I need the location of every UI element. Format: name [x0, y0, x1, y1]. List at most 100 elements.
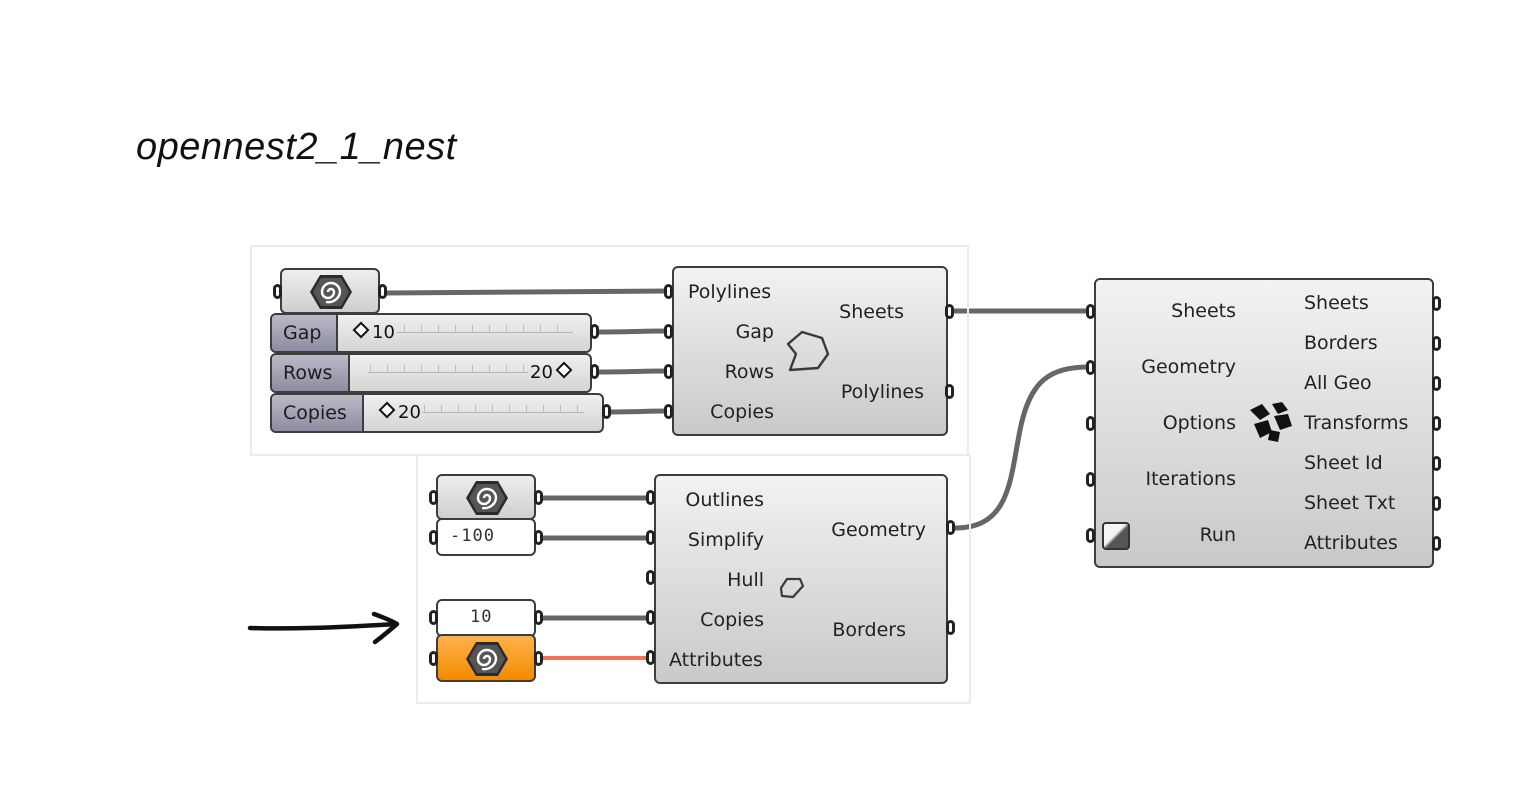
geometry-output-geometry-port[interactable] — [946, 520, 955, 535]
nest-output-all-geo: All Geo — [1304, 372, 1372, 394]
boolean-toggle-icon[interactable] — [1102, 522, 1130, 550]
input-copies: Copies — [700, 609, 764, 631]
slider-grip-icon[interactable] — [352, 321, 370, 339]
geometry-input-outlines-port[interactable] — [646, 490, 655, 505]
simplify-panel-input-port[interactable] — [429, 530, 438, 545]
nest-input-sheets-port[interactable] — [1086, 304, 1095, 319]
polygon-outline-icon — [786, 330, 830, 372]
nest-input-sheets: Sheets — [1171, 300, 1236, 322]
slider-tick-marks — [424, 405, 586, 413]
nest-output-sheet-txt-port[interactable] — [1432, 496, 1441, 511]
slider-value-gap[interactable]: 10 — [350, 315, 395, 351]
outlines-param[interactable] — [436, 474, 536, 520]
page-title: opennest2_1_nest — [136, 126, 457, 168]
simplify-panel-output-port[interactable] — [534, 530, 543, 545]
simplify-panel[interactable]: -100 — [436, 518, 536, 556]
slider-grip-icon[interactable] — [378, 401, 396, 419]
wire-rows-to-rows — [593, 368, 671, 375]
slider-tick-marks — [370, 365, 530, 373]
nest-output-attributes-port[interactable] — [1432, 536, 1441, 551]
nest-output-transforms-port[interactable] — [1432, 416, 1441, 431]
output-borders: Borders — [832, 619, 906, 641]
input-copies: Copies — [710, 401, 774, 423]
nest-input-run-port[interactable] — [1086, 528, 1095, 543]
nest-output-sheets-port[interactable] — [1432, 296, 1441, 311]
hand-drawn-arrow-icon — [247, 611, 400, 645]
geometry-component[interactable]: Outlines Simplify Hull Copies Attributes… — [654, 474, 948, 684]
input-polylines: Polylines — [688, 281, 772, 303]
input-rows: Rows — [724, 361, 774, 383]
nest-output-attributes: Attributes — [1304, 532, 1398, 554]
slider-tick-marks — [404, 325, 574, 333]
sheets-input-copies-port[interactable] — [664, 404, 673, 419]
nest-input-iterations: Iterations — [1145, 468, 1237, 490]
wire-gap-to-gap — [593, 328, 671, 335]
slider-grip-icon[interactable] — [555, 361, 573, 379]
geometry-input-hull-port[interactable] — [646, 570, 655, 585]
geometry-input-simplify-port[interactable] — [646, 530, 655, 545]
spiral-hexagon-icon — [310, 275, 352, 309]
copies-panel-output-port[interactable] — [534, 610, 543, 625]
slider-name-copies: Copies — [272, 395, 364, 431]
slider-value-rows[interactable]: 20 — [530, 355, 575, 391]
nest-input-geometry: Geometry — [1141, 356, 1236, 378]
copies-slider-output-port[interactable] — [602, 404, 611, 419]
output-geometry: Geometry — [831, 519, 926, 541]
nest-output-sheet-txt: Sheet Txt — [1304, 492, 1396, 514]
nest-output-transforms: Transforms — [1304, 412, 1409, 434]
nest-input-options: Options — [1162, 412, 1236, 434]
input-simplify: Simplify — [687, 529, 764, 551]
gap-slider[interactable]: Gap 10 — [270, 313, 592, 353]
nest-input-iterations-port[interactable] — [1086, 472, 1095, 487]
attributes-param-input-port[interactable] — [429, 651, 438, 666]
attributes-param[interactable] — [436, 634, 536, 682]
rows-slider-output-port[interactable] — [590, 364, 599, 379]
small-polygon-icon — [779, 577, 805, 599]
copies-panel-input-port[interactable] — [429, 610, 438, 625]
sheets-input-rows-port[interactable] — [664, 364, 673, 379]
nest-pieces-icon — [1250, 402, 1292, 442]
sheets-output-polylines-port[interactable] — [945, 384, 954, 399]
geometry-input-attributes-port[interactable] — [646, 650, 655, 665]
copies-panel[interactable]: 10 — [436, 599, 536, 637]
nest-component[interactable]: Sheets Geometry Options Iterations Run S… — [1094, 278, 1434, 568]
slider-name-gap: Gap — [272, 315, 338, 351]
sheets-output-sheets-port[interactable] — [945, 304, 954, 319]
nest-input-options-port[interactable] — [1086, 416, 1095, 431]
input-gap: Gap — [735, 321, 774, 343]
attributes-param-output-port[interactable] — [534, 651, 543, 666]
slider-value-copies[interactable]: 20 — [376, 395, 421, 431]
geometry-param-output-port[interactable] — [378, 284, 387, 299]
input-outlines: Outlines — [685, 489, 764, 511]
nest-output-borders-port[interactable] — [1432, 336, 1441, 351]
geometry-output-borders-port[interactable] — [946, 620, 955, 635]
gap-slider-output-port[interactable] — [590, 324, 599, 339]
wire-geometry-to-nest — [952, 364, 1093, 531]
sheets-component[interactable]: Polylines Gap Rows Copies Sheets Polylin… — [672, 266, 948, 436]
sheets-input-polylines-port[interactable] — [664, 284, 673, 299]
input-hull: Hull — [727, 569, 764, 591]
group-geometry — [416, 454, 971, 704]
geometry-input-copies-port[interactable] — [646, 610, 655, 625]
spiral-hexagon-icon — [466, 481, 508, 515]
geometry-param-input-port[interactable] — [273, 284, 282, 299]
nest-output-sheet-id: Sheet Id — [1304, 452, 1383, 474]
nest-output-borders: Borders — [1304, 332, 1378, 354]
rows-slider[interactable]: Rows 20 — [270, 353, 592, 393]
nest-output-all-geo-port[interactable] — [1432, 376, 1441, 391]
geometry-param[interactable] — [280, 268, 380, 314]
nest-output-sheet-id-port[interactable] — [1432, 456, 1441, 471]
nest-input-geometry-port[interactable] — [1086, 360, 1095, 375]
output-polylines: Polylines — [840, 381, 924, 403]
sheets-input-gap-port[interactable] — [664, 324, 673, 339]
input-attributes: Attributes — [669, 649, 763, 671]
output-sheets: Sheets — [839, 301, 904, 323]
outlines-param-input-port[interactable] — [429, 490, 438, 505]
copies-slider[interactable]: Copies 20 — [270, 393, 604, 433]
slider-name-rows: Rows — [272, 355, 350, 391]
nest-input-run: Run — [1199, 524, 1236, 546]
wire-geometry-to-polylines — [383, 288, 671, 296]
spiral-hexagon-orange-icon — [466, 642, 508, 676]
outlines-param-output-port[interactable] — [534, 490, 543, 505]
